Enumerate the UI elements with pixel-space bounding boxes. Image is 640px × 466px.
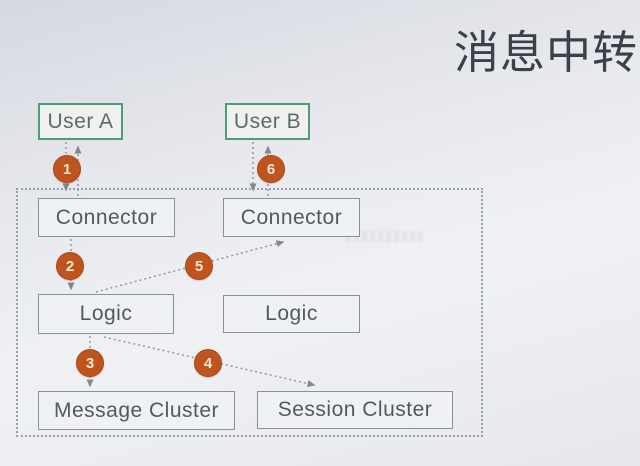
node-user-b: User B <box>225 103 310 140</box>
step-badge-2: 2 <box>56 252 84 280</box>
step-badge-6: 6 <box>257 155 285 183</box>
node-logic-left-label: Logic <box>79 302 133 325</box>
step-badge-5-number: 5 <box>194 257 204 275</box>
node-user-a-label: User A <box>47 109 114 133</box>
node-logic-right: Logic <box>223 295 360 333</box>
step-badge-5: 5 <box>185 252 213 280</box>
node-message-cluster-label: Message Cluster <box>53 398 220 422</box>
node-message-cluster: Message Cluster <box>38 391 235 430</box>
step-badge-4-number: 4 <box>203 354 213 372</box>
step-badge-3-number: 3 <box>85 354 95 372</box>
step-badge-1: 1 <box>53 155 81 183</box>
node-logic-right-label: Logic <box>265 302 318 325</box>
node-connector-right-label: Connector <box>240 205 343 229</box>
node-session-cluster-label: Session Cluster <box>277 398 433 421</box>
node-session-cluster: Session Cluster <box>257 391 453 429</box>
step-badge-6-number: 6 <box>266 160 276 178</box>
node-user-b-label: User B <box>233 109 302 133</box>
node-logic-left: Logic <box>38 294 174 334</box>
node-user-a: User A <box>38 103 123 140</box>
step-badge-2-number: 2 <box>65 257 75 275</box>
node-connector-left: Connector <box>38 198 175 237</box>
arrow-logic-to-session-cluster <box>103 336 316 387</box>
node-connector-right: Connector <box>223 198 360 237</box>
page-title: 消息中转 <box>453 27 638 78</box>
watermark <box>346 231 422 242</box>
node-connector-left-label: Connector <box>55 205 158 229</box>
step-badge-3: 3 <box>76 349 104 377</box>
step-badge-1-number: 1 <box>62 160 72 178</box>
step-badge-4: 4 <box>194 349 222 377</box>
